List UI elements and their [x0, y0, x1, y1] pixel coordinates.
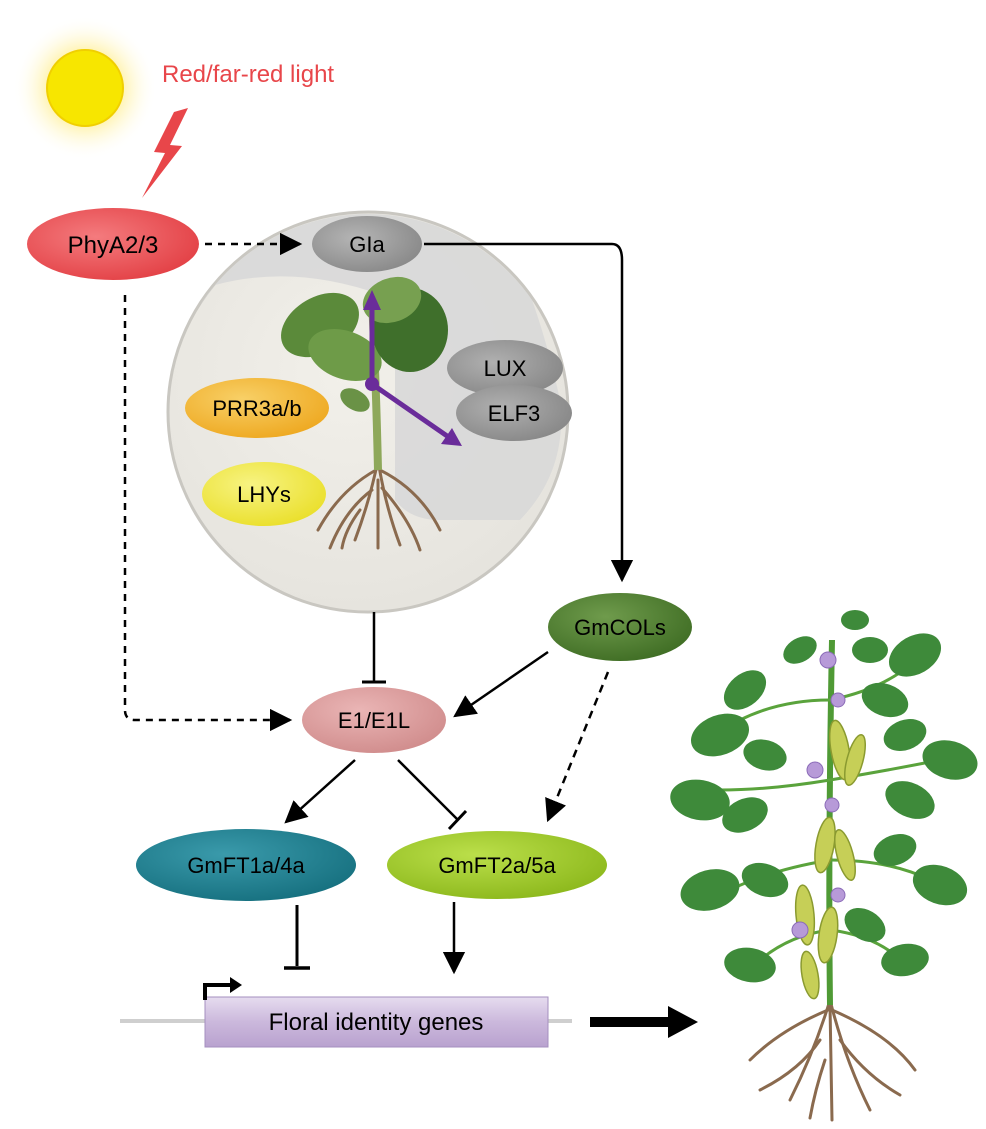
e1-label: E1/E1L	[338, 708, 410, 733]
edge-gmcol-ft2	[545, 671, 610, 823]
edge-e1-ft2	[397, 759, 459, 821]
ft1-node: GmFT1a/4a	[136, 829, 356, 901]
flowering-soybean-plant-icon	[670, 610, 978, 1122]
ft2-node: GmFT2a/5a	[387, 831, 607, 899]
lux-label: LUX	[484, 356, 527, 381]
lux-node: LUX	[447, 340, 563, 396]
prr-node: PRR3a/b	[185, 378, 329, 438]
phya-node: PhyA2/3	[27, 208, 199, 280]
flowering-output-arrow	[590, 1006, 698, 1038]
lhy-node: LHYs	[202, 462, 326, 526]
edge-gia-gmcol	[424, 242, 634, 583]
ft2-label: GmFT2a/5a	[438, 853, 556, 878]
sun-icon	[13, 16, 157, 160]
gia-node: GIa	[312, 216, 422, 272]
lightning-bolt-icon	[142, 108, 188, 198]
elf3-node: ELF3	[456, 385, 572, 441]
gmcol-node: GmCOLs	[548, 593, 692, 661]
edges	[123, 232, 634, 975]
gia-label: GIa	[349, 232, 385, 257]
floral-label: Floral identity genes	[269, 1009, 484, 1036]
phya-label: PhyA2/3	[68, 232, 159, 259]
ft1-label: GmFT1a/4a	[187, 853, 305, 878]
gmcol-label: GmCOLs	[574, 615, 666, 640]
edge-phya-e1	[123, 295, 293, 732]
light-label: Red/far-red light	[162, 61, 334, 88]
lhy-label: LHYs	[237, 482, 291, 507]
edge-gmcol-e1	[453, 650, 549, 718]
floral-gene-box: Floral identity genes	[120, 996, 572, 1048]
e1-node: E1/E1L	[302, 687, 446, 753]
clock-hands-icon	[363, 290, 462, 446]
prr-label: PRR3a/b	[212, 396, 301, 421]
elf3-label: ELF3	[488, 401, 541, 426]
edge-e1-ft1	[284, 759, 356, 824]
promoter-arrow-icon	[203, 977, 242, 1000]
